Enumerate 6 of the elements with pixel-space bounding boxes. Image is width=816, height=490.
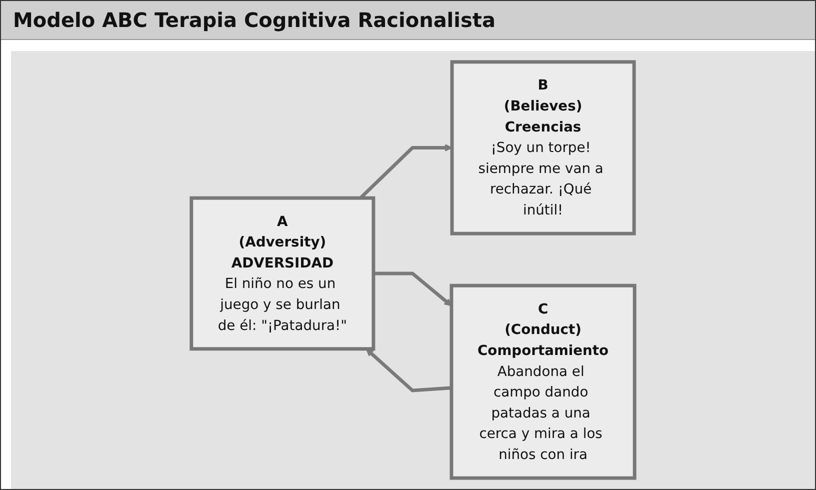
node-box: B (Believes) Creencias ¡Soy un torpe! siempre me van a rechazar. ¡Qué inútil! [450, 60, 636, 236]
node-box: A (Adversity) ADVERSIDAD El niño no es un juego y se burlan de él: "¡Patadura!" [190, 196, 376, 351]
diagram-title: Modelo ABC Terapia Cognitiva Racionalista [1, 1, 815, 40]
arrow [366, 348, 452, 392]
arrow [373, 272, 452, 306]
node-box: C (Conduct) Comportamiento Abandona el campo dando patadas a una cerca y mira a los niños con ira [450, 284, 636, 480]
